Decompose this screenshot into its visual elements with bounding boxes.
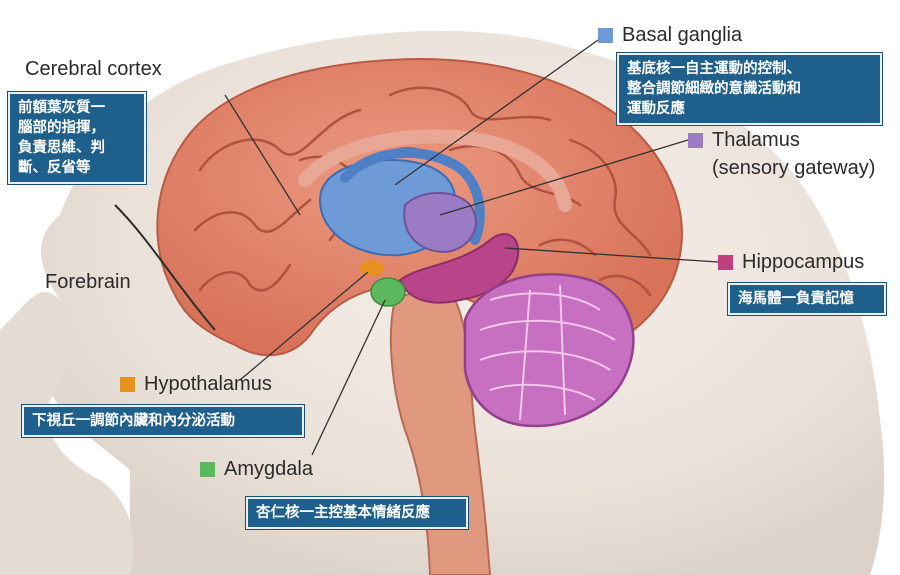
amygdala-shape	[371, 278, 405, 306]
basal-ganglia-callout-line: 運動反應	[627, 99, 872, 119]
thalamus-sublabel: (sensory gateway)	[712, 156, 875, 180]
amygdala-callout-line: 杏仁核一主控基本情緒反應	[256, 503, 458, 523]
cerebral-cortex-label: Cerebral cortex	[25, 57, 162, 81]
forebrain-label: Forebrain	[45, 270, 131, 294]
prefrontal-callout-line: 前額葉灰質一	[18, 98, 136, 118]
prefrontal-callout: 前額葉灰質一 腦部的指揮， 負責思維、判 斷、反省等	[8, 92, 146, 184]
prefrontal-callout-line: 負責思維、判	[18, 138, 136, 158]
hippocampus-callout: 海馬體一負責記憶	[728, 283, 886, 315]
prefrontal-callout-line: 腦部的指揮，	[18, 118, 136, 138]
thalamus-swatch	[688, 133, 703, 148]
prefrontal-callout-line: 斷、反省等	[18, 158, 136, 178]
basal-ganglia-callout-line: 整合調節細緻的意識活動和	[627, 79, 872, 99]
hypothalamus-swatch	[120, 377, 135, 392]
hippocampus-swatch	[718, 255, 733, 270]
hypothalamus-callout: 下視丘一調節內臟和內分泌活動	[22, 405, 304, 437]
basal-ganglia-swatch	[598, 28, 613, 43]
thalamus-label: Thalamus	[712, 128, 800, 152]
hippocampus-callout-line: 海馬體一負責記憶	[738, 289, 876, 309]
amygdala-swatch	[200, 462, 215, 477]
hippocampus-label: Hippocampus	[742, 250, 864, 274]
amygdala-callout: 杏仁核一主控基本情緒反應	[246, 497, 468, 529]
basal-ganglia-callout: 基底核一自主運動的控制、 整合調節細緻的意識活動和 運動反應	[617, 53, 882, 125]
basal-ganglia-label: Basal ganglia	[622, 23, 742, 47]
hypothalamus-callout-line: 下視丘一調節內臟和內分泌活動	[32, 411, 294, 431]
hypothalamus-shape	[360, 260, 384, 276]
hypothalamus-label: Hypothalamus	[144, 372, 272, 396]
basal-ganglia-callout-line: 基底核一自主運動的控制、	[627, 59, 872, 79]
amygdala-label: Amygdala	[224, 457, 313, 481]
